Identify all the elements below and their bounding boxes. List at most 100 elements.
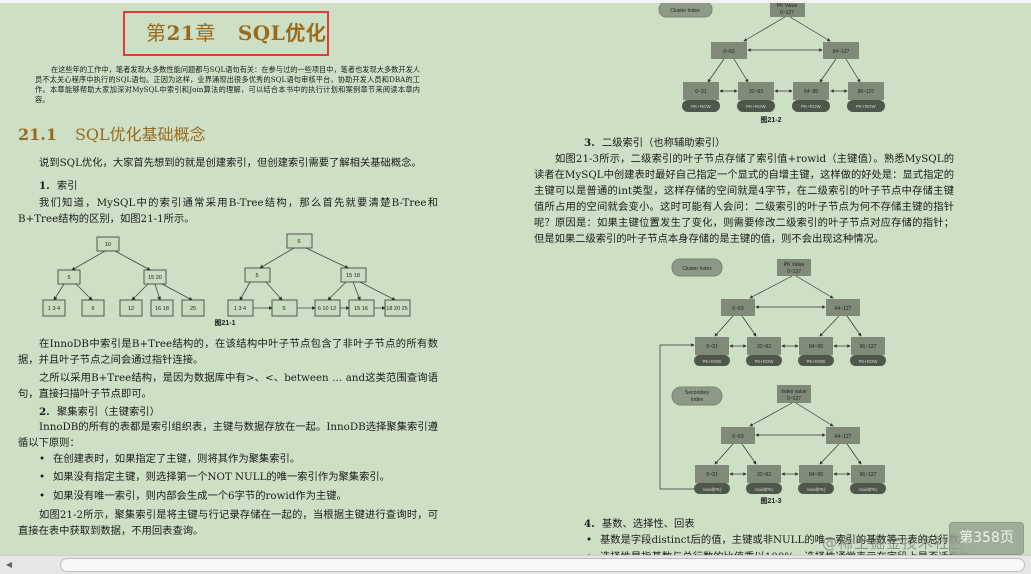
bullet-item: 如果没有指定主键，则选择第一个NOT NULL的唯一索引作为聚集索引。: [39, 470, 390, 484]
svg-text:18 20 25: 18 20 25: [386, 306, 407, 312]
svg-text:index value: index value: [781, 389, 807, 395]
svg-text:rowid(PK): rowid(PK): [703, 487, 722, 492]
heading-index: 1. 索引: [39, 177, 78, 192]
svg-text:PK+ROW: PK+ROW: [755, 359, 775, 364]
svg-text:10: 10: [105, 242, 111, 248]
left-page: 第21章 SQL优化 在这些年的工作中，笔者发现大多数性能问题都与SQL语句有关：…: [0, 3, 500, 555]
svg-text:32~63: 32~63: [757, 472, 771, 478]
svg-text:1 3 4: 1 3 4: [234, 306, 246, 312]
svg-text:PK Value: PK Value: [777, 3, 798, 9]
svg-text:25: 25: [190, 306, 196, 312]
scrollbar-thumb[interactable]: [60, 558, 1025, 572]
svg-text:6: 6: [297, 239, 300, 245]
heading-cardinality: 4. 基数、选择性、回表: [584, 515, 695, 530]
chapter-name: SQL优化: [237, 21, 327, 45]
svg-text:Secondary: Secondary: [685, 390, 709, 396]
svg-text:5: 5: [255, 273, 258, 279]
heading-number: 3.: [584, 137, 595, 149]
figure-21-2-caption: 图21-2: [760, 115, 781, 124]
figure-21-3-secondary-index-diagram: Cluster Index PK Value 0~127 0~63 64~127…: [659, 258, 886, 505]
chapter-title: 第21章 SQL优化: [146, 17, 326, 46]
page-indicator: 第358页: [949, 522, 1024, 555]
svg-text:96~127: 96~127: [858, 89, 875, 95]
svg-text:5: 5: [282, 306, 285, 312]
svg-text:PK+ROW: PK+ROW: [703, 359, 723, 364]
svg-text:0~127: 0~127: [780, 10, 794, 16]
heading-secondary-index: 3. 二级索引（也称辅助索引）: [584, 134, 725, 149]
svg-text:64~95: 64~95: [809, 472, 823, 478]
svg-text:0~63: 0~63: [732, 434, 743, 440]
paragraph-range-query: 之所以采用B+Tree结构，是因为数据库中有>、<、between … and这…: [18, 372, 438, 400]
svg-text:0~63: 0~63: [732, 306, 743, 312]
svg-text:16 18: 16 18: [155, 306, 169, 312]
chapter-intro: 在这些年的工作中，笔者发现大多数性能问题都与SQL语句有关：在参与过的一些项目中…: [35, 65, 420, 104]
top-edge: [0, 0, 1031, 3]
svg-text:64~127: 64~127: [835, 306, 852, 312]
svg-text:0~31: 0~31: [706, 472, 717, 478]
heading-number: 4.: [584, 518, 595, 530]
svg-text:15 18: 15 18: [346, 273, 360, 279]
svg-text:1 3 4: 1 3 4: [48, 306, 60, 312]
svg-text:0~63: 0~63: [723, 49, 734, 55]
svg-text:0~127: 0~127: [787, 396, 801, 402]
svg-text:32~63: 32~63: [749, 89, 763, 95]
figure-21-3-caption: 图21-3: [760, 496, 781, 505]
svg-text:64~95: 64~95: [804, 89, 818, 95]
section-number: 21.1: [18, 125, 57, 144]
svg-text:PK Value: PK Value: [784, 262, 805, 268]
svg-text:PK+ROW: PK+ROW: [807, 359, 827, 364]
figure-21-1-btree-diagram: 10 5 15 20 1 3 4 6 12 16 18 25 6 5 15 18…: [42, 233, 411, 327]
heading-text: 索引: [56, 180, 78, 192]
svg-text:64~127: 64~127: [833, 49, 850, 55]
heading-number: 1.: [39, 180, 50, 192]
bullet-item: 基数是字段distinct后的值，主键或非NULL的唯一索引的基数等于表的总行数…: [586, 533, 969, 547]
figure-21-1-caption: 图21-1: [214, 318, 235, 327]
svg-text:Cluster Index: Cluster Index: [682, 266, 712, 272]
bullet-item: 在创建表时，如果指定了主键，则将其作为聚集索引。: [39, 452, 300, 466]
right-page: Cluster Index PK Value 0~127 0~63 64~127: [500, 3, 1031, 555]
svg-text:64~127: 64~127: [835, 434, 852, 440]
paragraph-secondary-index: 如图21-3所示，二级索引的叶子节点存储了索引值+rowid（主键值）。熟悉My…: [534, 153, 954, 245]
watermark: @稀土掘金技术社区: [822, 534, 967, 552]
paragraph-innodb-bplustree: 在InnoDB中索引是B+Tree结构的，在该结构中叶子节点包含了非叶子节点的所…: [18, 338, 438, 366]
figure-21-2-cluster-index-diagram: Cluster Index PK Value 0~127 0~63 64~127: [658, 3, 885, 124]
paragraph-clustered-fig: 如图21-2所示，聚集索引是将主键与行记录存储在一起的，当根据主键进行查询时，可…: [18, 509, 438, 537]
svg-text:PK+ROW: PK+ROW: [801, 104, 821, 109]
paragraph-intro-index: 说到SQL优化，大家首先想到的就是创建索引，但创建索引需要了解相关基础概念。: [39, 157, 422, 169]
svg-text:96~127: 96~127: [860, 344, 877, 350]
bullet-item: 选择性是指基数与总行数的比值乘以100%，选择性通常表示在字段上是否适合创: [586, 550, 969, 555]
heading-text: 聚集索引（主键索引）: [56, 406, 160, 418]
chapter-prefix: 第: [146, 21, 167, 45]
svg-text:Cluster Index: Cluster Index: [670, 8, 700, 14]
section-title: 21.1 SQL优化基础概念: [18, 121, 206, 145]
svg-text:PK+ROW: PK+ROW: [746, 104, 766, 109]
svg-text:15 20: 15 20: [148, 275, 162, 281]
svg-text:PK+ROW: PK+ROW: [691, 104, 711, 109]
chapter-title-highlight-box: [123, 11, 329, 56]
paragraph-btree: 我们知道，MySQL中的索引通常采用B-Tree结构，那么首先就要清楚B-Tre…: [18, 197, 438, 225]
paragraph-innodb-tables: InnoDB的所有的表都是索引组织表，主键与数据存放在一起。InnoDB选择聚集…: [18, 421, 438, 449]
svg-text:64~95: 64~95: [809, 344, 823, 350]
svg-text:6 10 12: 6 10 12: [318, 306, 336, 312]
svg-text:96~127: 96~127: [860, 472, 877, 478]
svg-text:0~31: 0~31: [706, 344, 717, 350]
heading-number: 2.: [39, 406, 50, 418]
svg-text:6: 6: [91, 306, 94, 312]
svg-text:rowid(PK): rowid(PK): [859, 487, 878, 492]
section-name: SQL优化基础概念: [74, 125, 206, 144]
svg-text:5: 5: [67, 275, 70, 281]
scroll-left-arrow-icon[interactable]: ◀: [5, 560, 13, 569]
svg-text:Index: Index: [691, 397, 704, 403]
heading-text: 二级索引（也称辅助索引）: [601, 137, 726, 149]
svg-text:12: 12: [128, 306, 134, 312]
svg-text:PK+ROW: PK+ROW: [859, 359, 879, 364]
horizontal-scrollbar[interactable]: ◀: [0, 555, 1031, 574]
svg-text:0~31: 0~31: [695, 89, 706, 95]
svg-text:rowid(PK): rowid(PK): [755, 487, 774, 492]
svg-text:32~63: 32~63: [757, 344, 771, 350]
svg-text:0~127: 0~127: [787, 269, 801, 275]
bullet-item: 如果没有唯一索引，则内部会生成一个6字节的rowid作为主键。: [39, 489, 347, 503]
svg-text:15 16: 15 16: [354, 306, 368, 312]
chapter-number: 21: [166, 21, 196, 45]
chapter-suffix: 章: [195, 21, 216, 45]
